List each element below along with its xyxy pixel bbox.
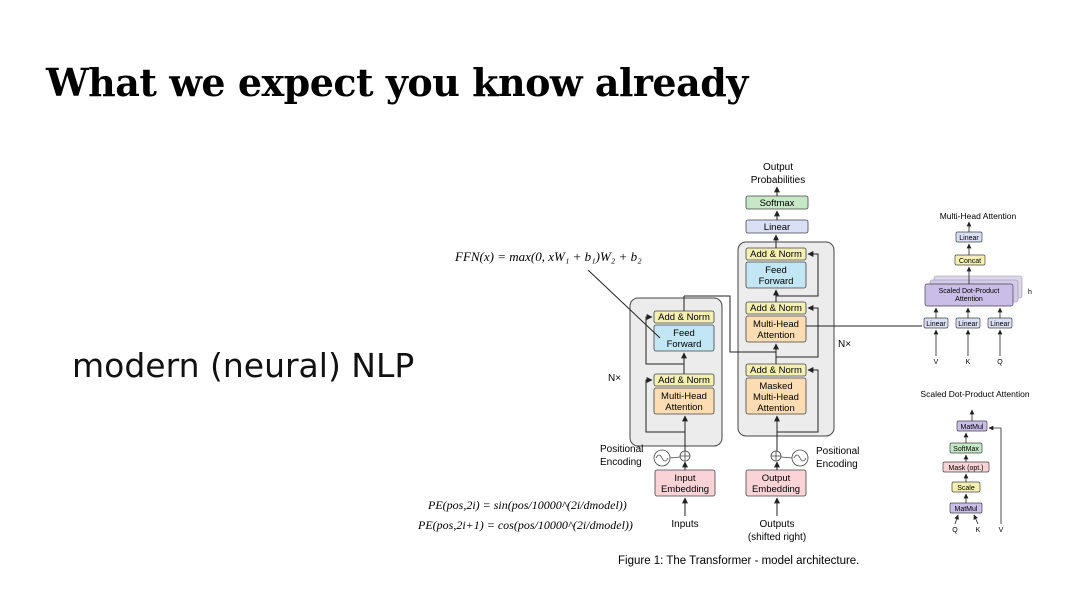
input-embedding-label-1: Input bbox=[674, 473, 695, 484]
decoder-mha-label-2: Attention bbox=[757, 330, 795, 341]
output-probabilities-label-1: Output bbox=[763, 162, 793, 173]
sdpa-mask-label: Mask (opt.) bbox=[948, 465, 983, 472]
sdpa-matmul-top-label: MatMul bbox=[961, 424, 984, 431]
masked-mha-label-3: Attention bbox=[757, 403, 795, 414]
sdpa-scale-label: Scale bbox=[957, 485, 975, 492]
pe-even-equation: PE(pos,2i) = sin(pos/10000^(2i/dmodel)) bbox=[427, 498, 627, 512]
mha-input-v: V bbox=[934, 359, 939, 366]
masked-mha-label-2: Multi-Head bbox=[753, 392, 799, 403]
enc-positional-label-2: Encoding bbox=[600, 457, 642, 468]
decoder-nx-label: N× bbox=[838, 339, 851, 350]
encoder-add-norm-1-label: Add & Norm bbox=[658, 375, 710, 386]
mha-linear-q-label: Linear bbox=[990, 321, 1010, 328]
mha-linear-v-label: Linear bbox=[926, 321, 946, 328]
decoder-feed-forward bbox=[745, 261, 807, 289]
decoder-add-norm-1-label: Add & Norm bbox=[750, 365, 802, 376]
dec-positional-label-2: Encoding bbox=[816, 459, 858, 470]
encoder-add-norm-2-label: Add & Norm bbox=[658, 312, 710, 323]
output-embedding-label-1: Output bbox=[762, 473, 791, 484]
masked-mha-label-1: Masked bbox=[759, 381, 792, 392]
multi-head-attention-diagram: Multi-Head Attention Linear Concat Scale… bbox=[923, 211, 1032, 366]
subject-text: modern (neural) NLP bbox=[72, 346, 415, 385]
encoder-attention bbox=[653, 387, 715, 415]
encoder-nx-label: N× bbox=[608, 373, 621, 384]
decoder-mha-label-1: Multi-Head bbox=[753, 319, 799, 330]
dec-positional-label-1: Positional bbox=[816, 446, 859, 457]
mha-linear-k-label: Linear bbox=[958, 321, 978, 328]
ffn-equation: FFN(x) = max(0, xW₁ + b₁)W₂ + b₂ bbox=[454, 249, 642, 264]
pe-odd-equation: PE(pos,2i+1) = cos(pos/10000^(2i/dmodel)… bbox=[417, 518, 633, 532]
mha-sdpa-label-2: Attention bbox=[955, 296, 983, 303]
sdpa-input-q: Q bbox=[952, 527, 958, 534]
decoder-cross-attention bbox=[745, 315, 807, 343]
mha-concat bbox=[954, 254, 986, 266]
output-embedding-label-2: Embedding bbox=[752, 484, 800, 495]
linear-label: Linear bbox=[764, 222, 790, 233]
decoder-add-norm-3-label: Add & Norm bbox=[750, 249, 802, 260]
softmax-label: Softmax bbox=[760, 198, 795, 209]
input-embedding-label-2: Embedding bbox=[661, 484, 709, 495]
outputs-label-2: (shifted right) bbox=[748, 532, 806, 543]
encoder-mha-label-1: Multi-Head bbox=[661, 391, 707, 402]
encoder-mha-label-2: Attention bbox=[665, 402, 703, 413]
sdpa-matmul-bottom-label: MatMul bbox=[955, 506, 978, 513]
slide-title: What we expect you know already bbox=[46, 60, 748, 105]
decoder-ff-label-2: Forward bbox=[759, 276, 794, 287]
encoder-feed-forward bbox=[653, 324, 715, 352]
inputs-label: Inputs bbox=[671, 519, 698, 530]
decoder-masked-attention bbox=[745, 377, 807, 415]
outputs-label-1: Outputs bbox=[759, 519, 794, 530]
decoder-ff-label-1: Feed bbox=[765, 265, 787, 276]
sdpa-softmax-label: SoftMax bbox=[953, 446, 979, 453]
output-embedding-block bbox=[745, 469, 807, 497]
sdpa-input-k: K bbox=[976, 527, 981, 534]
mha-linear-top-label: Linear bbox=[959, 235, 979, 242]
figure-caption: Figure 1: The Transformer - model archit… bbox=[618, 555, 859, 567]
mha-input-q: Q bbox=[997, 359, 1003, 366]
mha-h-label: h bbox=[1028, 289, 1032, 296]
encoder-ff-label-2: Forward bbox=[667, 339, 702, 350]
mha-title: Multi-Head Attention bbox=[940, 211, 1017, 221]
sdpa-input-v: V bbox=[999, 527, 1004, 534]
scaled-dot-product-diagram: Scaled Dot-Product Attention MatMul Soft… bbox=[920, 389, 1029, 534]
transformer-diagram: Output Probabilities Softmax Linear Add … bbox=[587, 162, 922, 567]
mha-concat-label: Concat bbox=[959, 258, 981, 265]
encoder-ff-label-1: Feed bbox=[673, 328, 695, 339]
output-probabilities-label-2: Probabilities bbox=[751, 175, 805, 186]
sdpa-title: Scaled Dot-Product Attention bbox=[920, 389, 1029, 399]
decoder-add-norm-2-label: Add & Norm bbox=[750, 303, 802, 314]
mha-input-k: K bbox=[966, 359, 971, 366]
mha-sdpa-label-1: Scaled Dot-Product bbox=[939, 288, 1000, 295]
enc-positional-label-1: Positional bbox=[600, 444, 643, 455]
